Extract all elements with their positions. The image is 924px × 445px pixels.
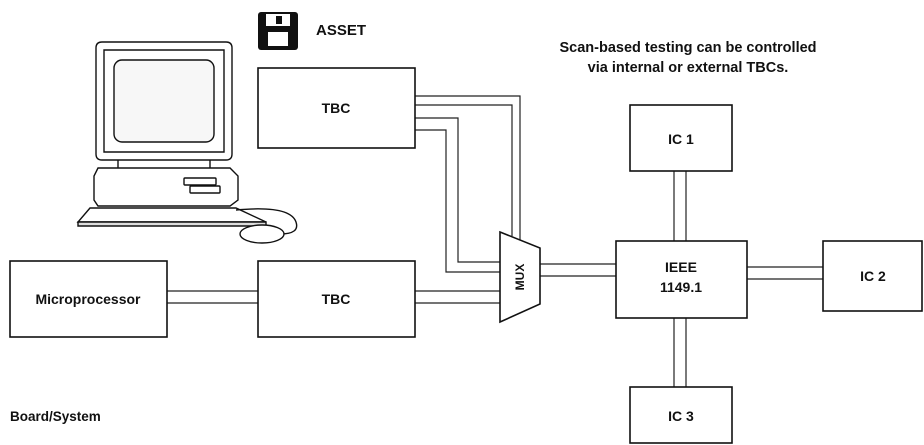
ic3-label: IC 3: [668, 408, 694, 424]
ic2-block: IC 2: [822, 240, 923, 312]
connection-lines: [167, 95, 823, 387]
tbc-top-label: TBC: [322, 100, 351, 116]
board-system-label: Board/System: [10, 409, 101, 424]
mux-block: MUX: [499, 230, 541, 324]
ic3-block: IC 3: [629, 386, 733, 444]
tbc-bottom-label: TBC: [322, 291, 351, 307]
microprocessor-block: Microprocessor: [9, 260, 168, 338]
asset-label: ASSET: [316, 22, 366, 39]
ieee-label-line-1: IEEE: [665, 259, 697, 275]
ieee-label-line-2: 1149.1: [660, 279, 702, 295]
floppy-disk-icon: [258, 12, 298, 50]
ic1-block: IC 1: [629, 104, 733, 172]
microprocessor-label: Microprocessor: [35, 291, 141, 307]
computer-workstation-icon: [76, 41, 298, 235]
tbc-top-block: TBC: [257, 67, 416, 149]
mouse-icon: [239, 224, 285, 244]
note-line-2: via internal or external TBCs.: [588, 60, 789, 76]
note-line-1: Scan-based testing can be controlled: [559, 40, 816, 56]
ic2-label: IC 2: [860, 268, 886, 284]
ic1-label: IC 1: [668, 131, 694, 147]
ieee-1149-block: IEEE 1149.1: [615, 240, 748, 319]
tbc-bottom-block: TBC: [257, 260, 416, 338]
mux-label: MUX: [513, 264, 527, 291]
